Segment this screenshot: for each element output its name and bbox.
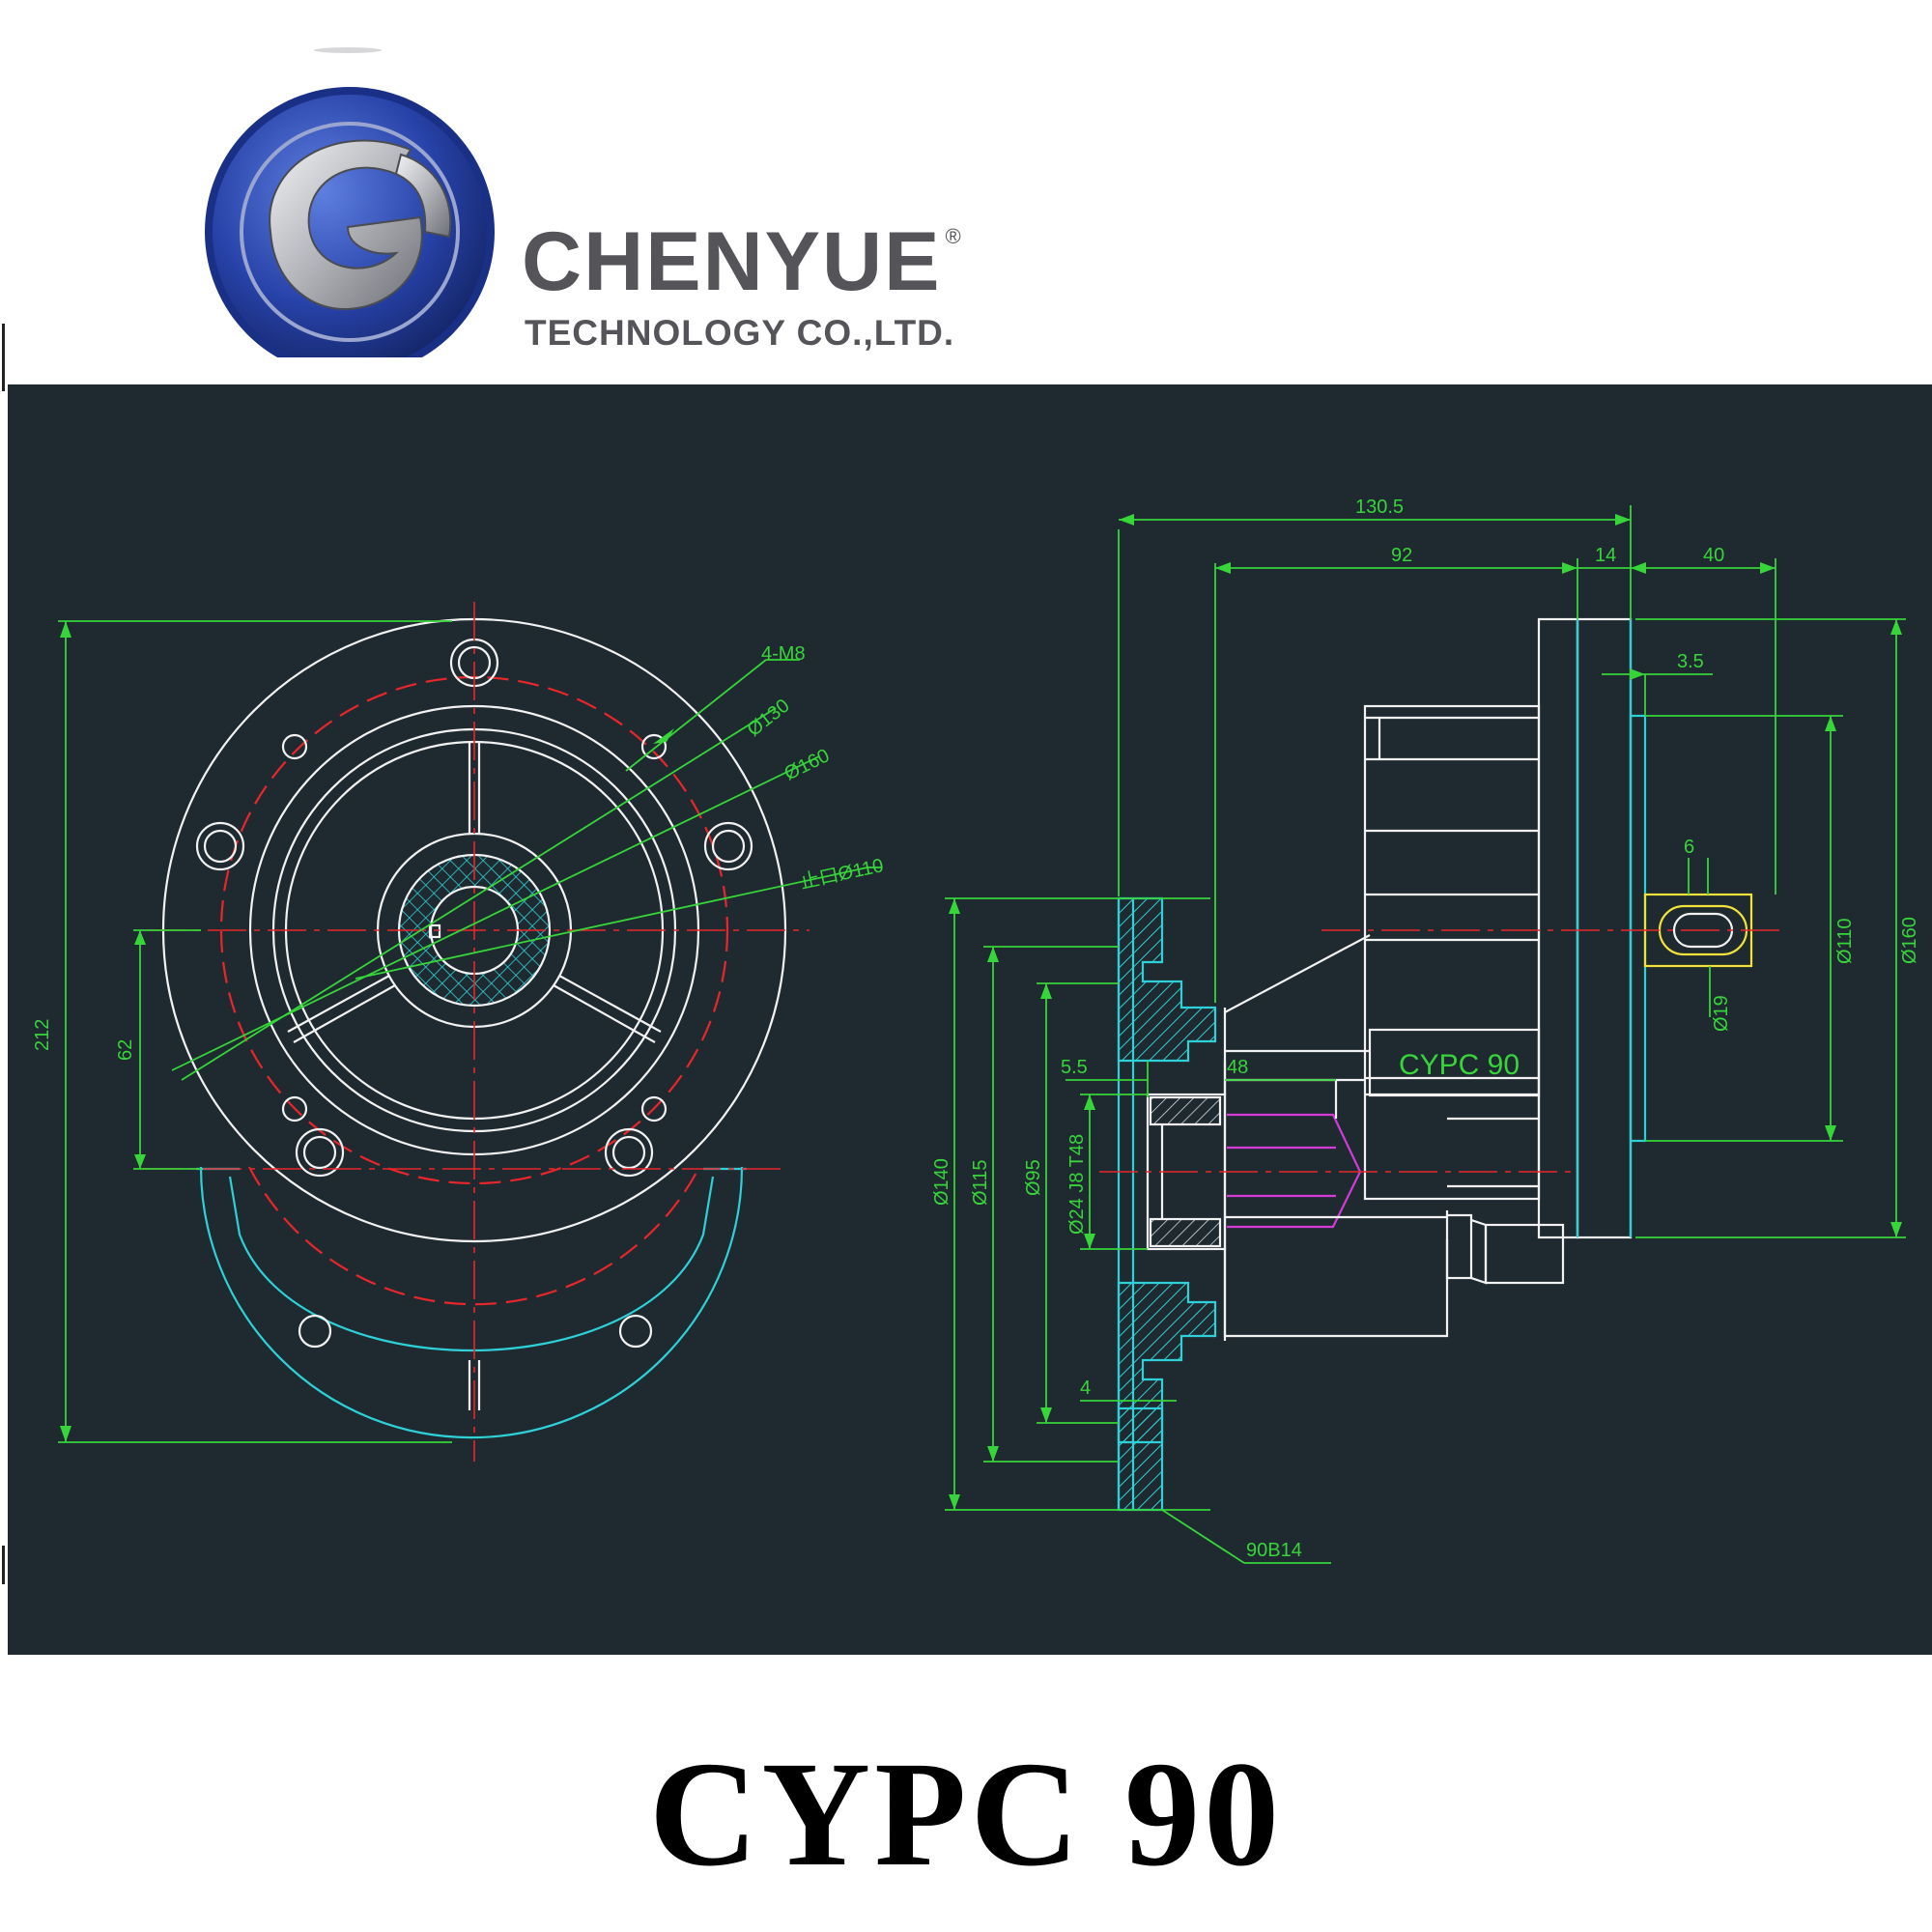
body-ribs xyxy=(287,742,662,1410)
label-48: 48 xyxy=(1227,1057,1248,1078)
label-d95: Ø95 xyxy=(1023,1159,1044,1196)
label-62: 62 xyxy=(115,1039,136,1061)
side-view-labels: 130.5 92 14 40 3.5 6 Ø110 Ø160 Ø19 Ø140 … xyxy=(931,497,1920,1561)
gearbox-body xyxy=(1223,617,1633,1341)
label-5-5: 5.5 xyxy=(1061,1057,1088,1078)
label-4-m8: 4-M8 xyxy=(761,643,806,665)
label-bore-d24: Ø24 J8 T48 xyxy=(1066,1134,1088,1235)
side-dimension-lines xyxy=(945,505,1906,1564)
output-flange-cyan xyxy=(1576,619,1647,1237)
label-side-d110: Ø110 xyxy=(1834,919,1856,964)
cad-drawing: 4-M8 Ø130 Ø160 止口Ø110 212 62 xyxy=(32,497,1920,1564)
brand-subtitle: TECHNOLOGY CO.,LTD. xyxy=(525,313,955,353)
label-4: 4 xyxy=(1080,1378,1091,1399)
label-212: 212 xyxy=(32,1019,53,1051)
model-title: CYPC 90 xyxy=(648,1730,1284,1897)
front-view xyxy=(58,602,882,1462)
rear-flange-outline xyxy=(196,1166,747,1439)
label-130-5: 130.5 xyxy=(1355,497,1404,518)
label-shaft-d19: Ø19 xyxy=(1711,995,1732,1032)
side-dim-arrows xyxy=(949,514,1902,1510)
left-edge-mark-bottom xyxy=(2,1546,5,1584)
label-3-5: 3.5 xyxy=(1677,651,1704,672)
label-90b14: 90B14 xyxy=(1246,1540,1302,1561)
bore-keyway xyxy=(428,923,441,939)
rear-bolt-arc xyxy=(248,1166,700,1306)
label-92: 92 xyxy=(1391,545,1412,566)
chenyue-logo-icon xyxy=(205,47,495,357)
label-6: 6 xyxy=(1684,837,1694,858)
left-edge-mark-top xyxy=(2,324,5,391)
name-plate-label: CYPC 90 xyxy=(1399,1049,1520,1081)
front-dim-arrows xyxy=(60,621,674,1442)
input-bore-taper xyxy=(1227,1113,1362,1229)
label-d160: Ø160 xyxy=(781,745,834,784)
label-spigot-d110: 止口Ø110 xyxy=(798,854,885,894)
label-d115: Ø115 xyxy=(970,1160,991,1206)
registered-mark: ® xyxy=(945,224,963,248)
front-dimension-lines xyxy=(58,620,882,1443)
label-40: 40 xyxy=(1703,545,1724,566)
front-centerlines xyxy=(143,602,810,1462)
label-d130: Ø130 xyxy=(744,695,794,740)
input-flange xyxy=(1117,896,1217,1512)
cad-drawing-panel: 4-M8 Ø130 Ø160 止口Ø110 212 62 xyxy=(8,384,1932,1655)
label-14: 14 xyxy=(1595,545,1616,566)
side-centerlines xyxy=(1099,929,1785,1173)
label-d140: Ø140 xyxy=(931,1158,952,1206)
brand-name: CHENYUE® xyxy=(522,215,963,308)
label-side-d160: Ø160 xyxy=(1899,917,1920,964)
